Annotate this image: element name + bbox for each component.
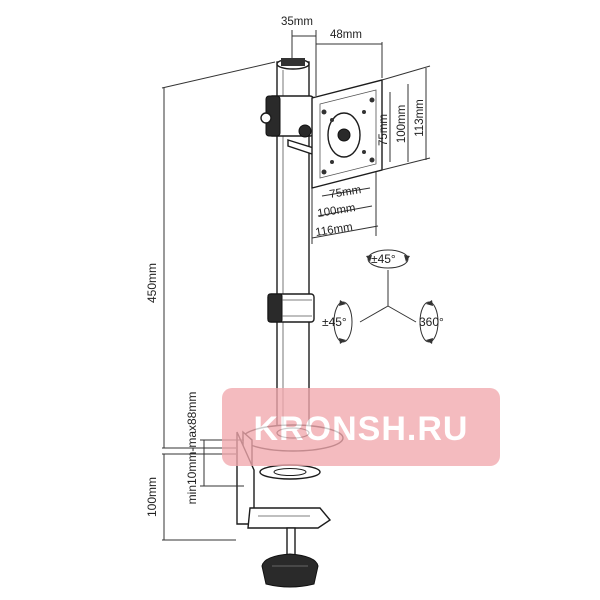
rotate-arrow-icon — [419, 300, 439, 344]
clamp — [236, 431, 332, 588]
dim-vesa-horizontal: 75mm 100mm 116mm — [311, 172, 379, 244]
height-collar — [267, 293, 315, 323]
dim-vesa-h75-label: 75mm — [329, 184, 362, 201]
dim-vesa-vertical: 75mm 100mm 113mm — [378, 65, 431, 171]
dim-clamp-height: 100mm — [145, 453, 236, 541]
dim-vesa-h100-label: 100mm — [317, 202, 357, 220]
watermark: KRONSH.RU — [222, 388, 500, 466]
swivel-arrow-icon — [333, 300, 353, 344]
arm-bracket — [260, 95, 321, 157]
vesa-plate — [311, 79, 383, 189]
dim-width-48-label: 48mm — [330, 29, 362, 41]
dim-plate-w116-label: 116mm — [315, 221, 354, 239]
watermark-text: KRONSH.RU — [254, 410, 469, 448]
dim-clamp-range: min10mm-max88mm — [185, 392, 244, 505]
rotate-label: 360° — [419, 315, 444, 329]
dim-plate-h113-label: 113mm — [414, 99, 426, 137]
dim-clamp-range-label: min10mm-max88mm — [185, 392, 199, 505]
dim-vesa-v75-label: 75mm — [378, 114, 390, 146]
dim-clamp-height-label: 100mm — [145, 477, 159, 517]
dim-top-offsets: 35mm 48mm — [281, 16, 383, 96]
dim-offset-35-label: 35mm — [281, 16, 313, 28]
dim-pole-height-label: 450mm — [145, 263, 159, 303]
dim-vesa-v100-label: 100mm — [396, 105, 408, 143]
tilt-arrow-icon — [366, 249, 410, 269]
rotation-symbol: ±45° ±45° 360° — [322, 249, 444, 344]
tilt-label: ±45° — [371, 252, 396, 266]
swivel-label: ±45° — [322, 315, 347, 329]
